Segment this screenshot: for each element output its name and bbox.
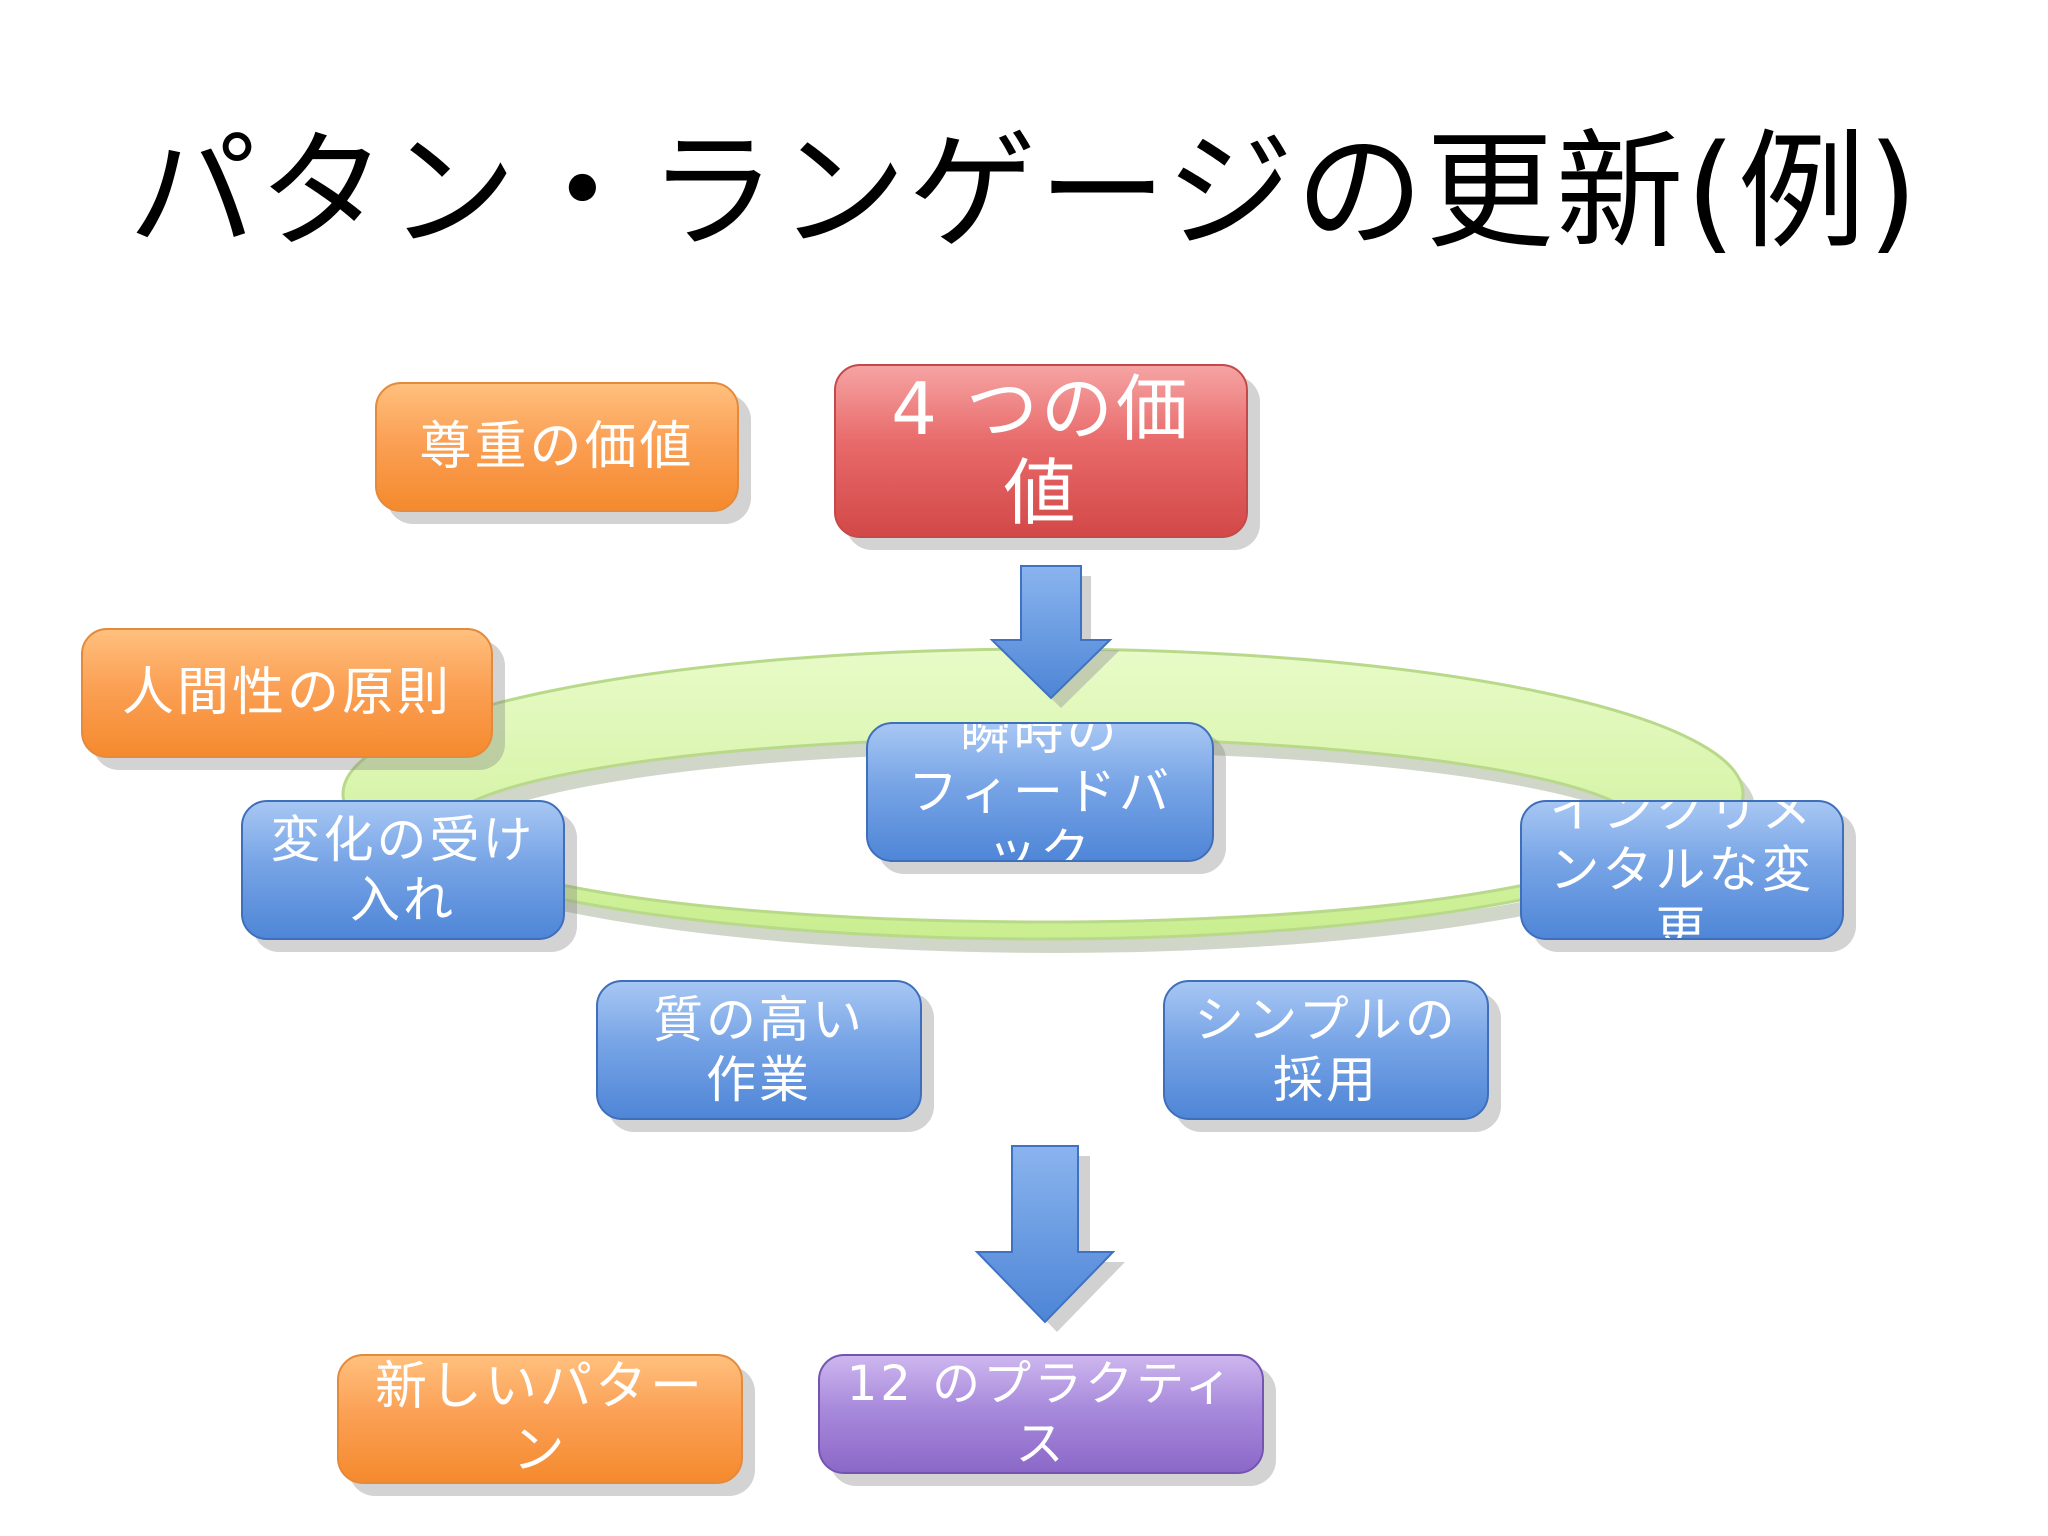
instant-feedback-box: 瞬時の フィードバック [866, 722, 1214, 862]
simplicity-label: シンプルの 採用 [1194, 991, 1458, 1109]
embrace-change-label: 変化の受け 入れ [270, 811, 536, 929]
instant-feedback-label: 瞬時の フィードバック [908, 722, 1172, 862]
arrow-down-icon [974, 1145, 1116, 1324]
quality-work-box: 質の高い 作業 [596, 980, 922, 1120]
respect-value-box: 尊重の価値 [375, 382, 739, 512]
incremental-change-box: インクリメ ンタルな変 更 [1520, 800, 1844, 940]
twelve-practices-label: 12 のプラクティ ス [846, 1356, 1236, 1472]
twelve-practices-box: 12 のプラクティ ス [818, 1354, 1264, 1474]
quality-work-label: 質の高い 作業 [653, 991, 865, 1109]
humanity-principle-label: 人間性の原則 [121, 663, 452, 723]
incremental-change-label: インクリメ ンタルな変 更 [1549, 800, 1815, 940]
new-pattern-box: 新しいパター ン [337, 1354, 743, 1484]
four-values-label: 4 つの価値 [891, 367, 1191, 535]
respect-value-label: 尊重の価値 [419, 417, 695, 477]
simplicity-box: シンプルの 採用 [1163, 980, 1489, 1120]
new-pattern-label: 新しいパター ン [374, 1357, 705, 1481]
four-values-box: 4 つの価値 [834, 364, 1248, 538]
humanity-principle-box: 人間性の原則 [81, 628, 493, 758]
arrow-down-icon [989, 565, 1113, 700]
embrace-change-box: 変化の受け 入れ [241, 800, 565, 940]
slide-title: パタン・ランゲージの更新(例) [128, 118, 1920, 267]
